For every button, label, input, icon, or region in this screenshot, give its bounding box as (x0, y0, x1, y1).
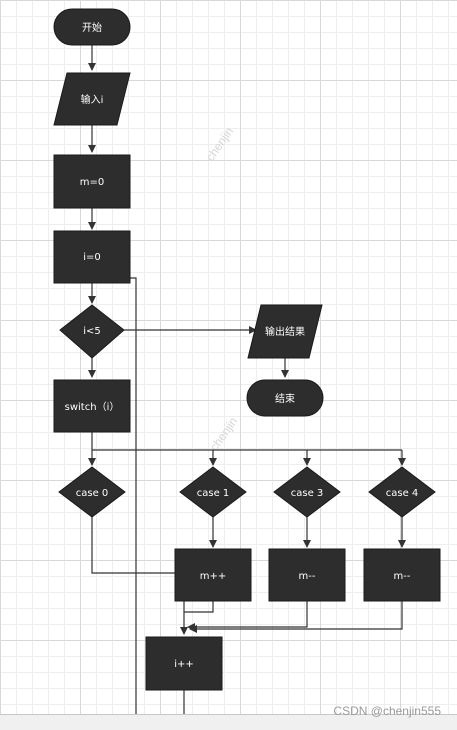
node-end-label: 结束 (275, 392, 295, 405)
node-start[interactable]: 开始 (53, 8, 131, 46)
node-output[interactable]: 输出结果 (247, 304, 323, 359)
node-i-init[interactable]: i=0 (53, 230, 131, 284)
node-case4[interactable]: case 4 (368, 466, 436, 518)
node-m-decrement-case4[interactable]: m-- (363, 548, 441, 602)
watermark-1: chenjin (203, 125, 236, 164)
edges (88, 45, 406, 717)
node-loop-condition[interactable]: i<5 (59, 304, 125, 359)
node-end[interactable]: 结束 (246, 379, 324, 417)
edge-mdec4-iinc (189, 601, 403, 633)
node-case0[interactable]: case 0 (58, 466, 126, 518)
node-case3-label: case 3 (291, 488, 324, 499)
edge-mdec3-iinc (187, 601, 308, 631)
node-m-decrement-case3[interactable]: m-- (268, 548, 346, 602)
node-switch[interactable]: switch（i） (53, 379, 131, 433)
node-m-decrement-case3-label: m-- (299, 571, 316, 582)
node-m-increment[interactable]: m++ (174, 548, 252, 602)
node-m-decrement-case4-label: m-- (394, 571, 411, 582)
node-i-increment[interactable]: i++ (145, 636, 223, 691)
node-switch-label: switch（i） (65, 401, 120, 413)
node-i-init-label: i=0 (83, 252, 101, 263)
node-case0-label: case 0 (76, 488, 109, 499)
node-start-label: 开始 (82, 21, 102, 34)
node-output-label: 输出结果 (265, 325, 305, 338)
node-i-increment-label: i++ (174, 659, 194, 670)
node-case3[interactable]: case 3 (273, 466, 341, 518)
edge-switch-bus (91, 432, 402, 451)
node-case1-label: case 1 (197, 488, 230, 499)
node-loop-condition-label: i<5 (83, 326, 101, 337)
node-case4-label: case 4 (386, 488, 419, 499)
csdn-credit: CSDN @chenjin555 (333, 704, 441, 718)
edge-minc-iinc (180, 601, 214, 635)
node-case1[interactable]: case 1 (179, 466, 247, 518)
bottom-scrollbar[interactable] (0, 714, 457, 730)
edge-case0-minc (91, 517, 175, 574)
node-input-i-label: 输入i (81, 93, 104, 106)
node-m-init-label: m=0 (80, 177, 104, 188)
watermark-2: chenjin (207, 415, 240, 454)
node-input-i[interactable]: 输入i (53, 72, 131, 126)
node-m-init[interactable]: m=0 (53, 154, 131, 209)
node-m-increment-label: m++ (200, 571, 227, 582)
